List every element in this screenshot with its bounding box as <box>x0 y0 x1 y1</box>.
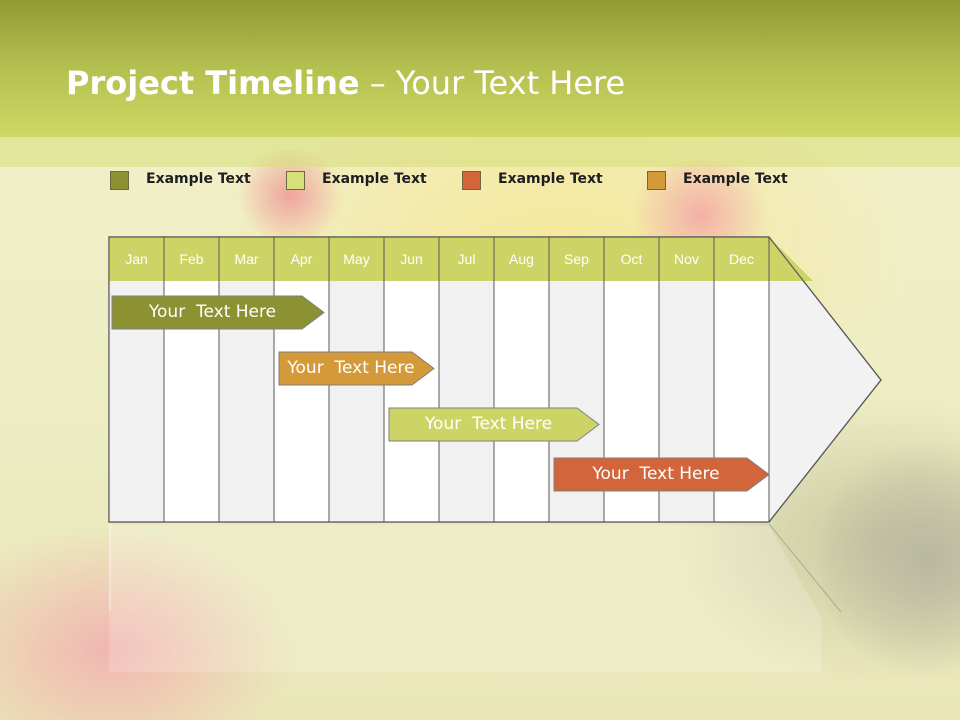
month-label: Dec <box>729 251 754 267</box>
title-rest-text: – Your Text Here <box>359 64 626 102</box>
task-bar <box>553 457 770 492</box>
title-bold-text: Project Timeline <box>66 64 360 102</box>
legend-label: Example Text <box>146 171 251 187</box>
task-bar-label: Your Text Here <box>148 302 277 322</box>
title-bar <box>0 0 960 137</box>
legend-swatch <box>647 171 666 190</box>
month-label: Jun <box>400 251 423 267</box>
month-column <box>494 281 549 522</box>
month-label: May <box>343 251 370 267</box>
month-label: Aug <box>509 251 534 267</box>
task-bar <box>388 407 600 442</box>
timeline-reflection <box>109 526 821 672</box>
legend-swatch <box>462 171 481 190</box>
legend-swatch <box>110 171 129 190</box>
task-bar <box>278 351 435 386</box>
month-column <box>329 281 384 522</box>
month-label: Jan <box>125 251 148 267</box>
month-label: Mar <box>234 251 259 267</box>
month-label: Jul <box>457 251 476 267</box>
month-label: Nov <box>674 251 699 267</box>
month-label: Oct <box>620 251 643 267</box>
month-column <box>384 281 439 522</box>
month-column <box>439 281 494 522</box>
timeline-outline <box>108 236 882 523</box>
legend-swatch <box>286 171 305 190</box>
task-bar-label: Your Text Here <box>592 464 720 484</box>
reflection-edge <box>768 523 842 613</box>
legend-label: Example Text <box>683 171 788 187</box>
slide-title: Project Timeline – Your Text Here <box>66 58 625 108</box>
month-label: Feb <box>179 251 204 267</box>
legend-label: Example Text <box>498 171 603 187</box>
month-header-band <box>109 237 813 281</box>
legend-label: Example Text <box>322 171 427 187</box>
task-bar-label: Your Text Here <box>287 358 415 378</box>
month-label: Apr <box>290 251 313 267</box>
month-label: Sep <box>564 251 589 267</box>
title-bar-band <box>0 137 960 167</box>
task-bar <box>111 295 325 330</box>
task-bar-label: Your Text Here <box>424 414 553 434</box>
